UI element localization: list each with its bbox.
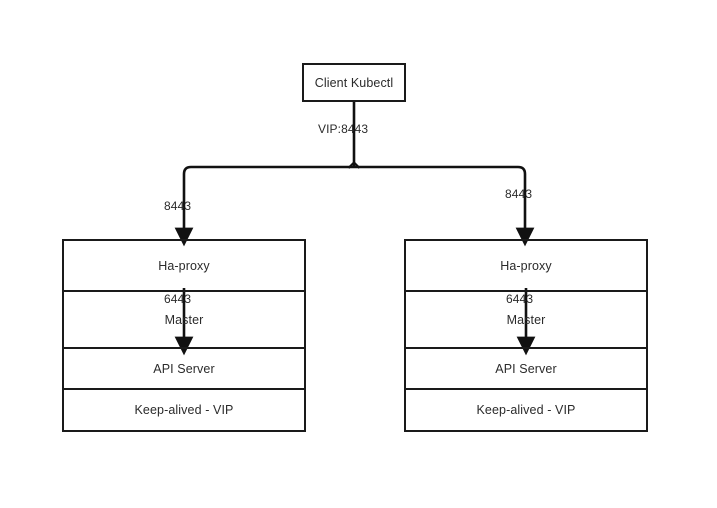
row-label: Master [164,312,204,327]
master-node-1-row-haproxy[interactable]: Ha-proxy [64,241,304,290]
client-kubectl-box[interactable]: Client Kubectl [302,63,406,102]
row-label: Ha-proxy [500,258,552,273]
edge-bus-to-left-node [174,165,354,247]
row-label: Keep-alived - VIP [476,403,576,417]
edge-label-right-6443: 6443 [506,292,534,306]
master-node-1-row-master[interactable]: Master [64,290,304,347]
master-node-2-row-api-server[interactable]: API Server [406,347,646,388]
master-node-1-row-keepalived-vip[interactable]: Keep-alived - VIP [64,388,304,430]
master-node-1-row-api-server[interactable]: API Server [64,347,304,388]
master-node-2-row-master[interactable]: Master [406,290,646,347]
edge-bus-to-right-node [354,165,535,247]
client-kubectl-label: Client Kubectl [314,75,394,90]
master-node-2-stack[interactable]: Ha-proxy Master API Server Keep-alived -… [404,239,648,432]
row-label: Keep-alived - VIP [134,403,234,417]
master-node-2-row-keepalived-vip[interactable]: Keep-alived - VIP [406,388,646,430]
edge-label-left-6443: 6443 [164,292,192,306]
row-label: API Server [495,361,557,376]
edge-label-right-8443: 8443 [505,187,533,201]
master-node-2-row-haproxy[interactable]: Ha-proxy [406,241,646,290]
row-label: Master [506,312,546,327]
row-label: API Server [153,361,215,376]
edge-label-vip: VIP:8443 [318,122,369,136]
master-node-1-stack[interactable]: Ha-proxy Master API Server Keep-alived -… [62,239,306,432]
row-label: Ha-proxy [158,258,210,273]
edge-label-left-8443: 8443 [164,199,192,213]
